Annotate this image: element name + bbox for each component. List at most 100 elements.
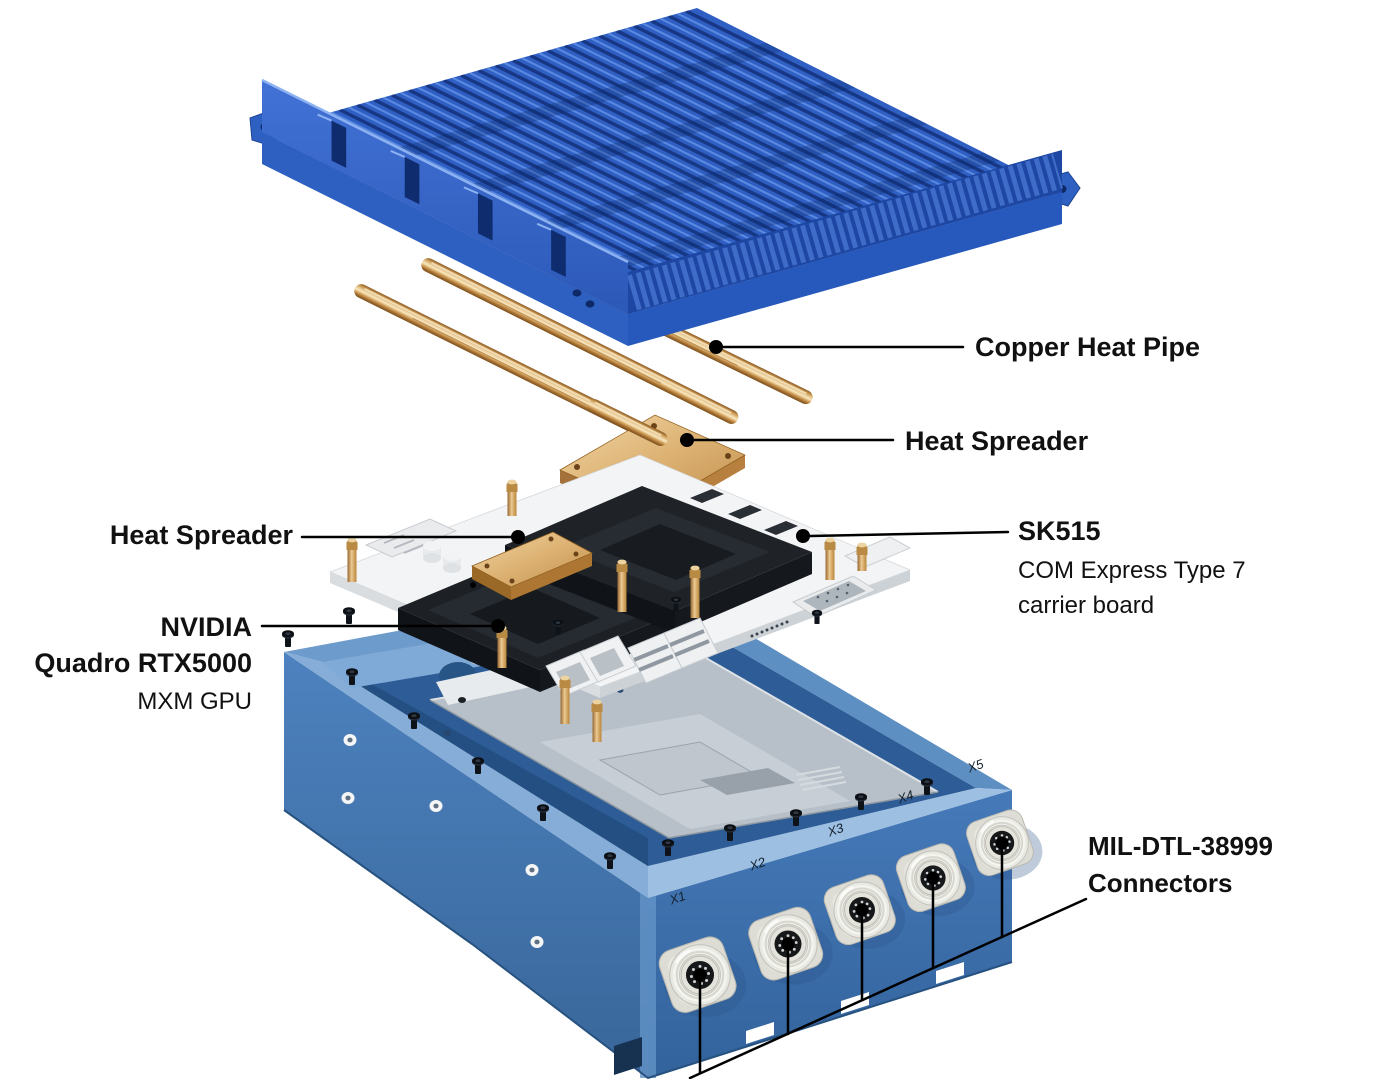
fin-line xyxy=(546,49,915,235)
fin-line xyxy=(625,27,992,212)
copper-standoff xyxy=(616,559,628,612)
heatsink-front-plate xyxy=(262,80,628,314)
fin-line xyxy=(486,66,854,251)
tray-shadow-edge xyxy=(429,699,939,839)
usb-slot xyxy=(633,644,669,662)
fin-line xyxy=(685,9,1053,195)
connector-label-x3: X3 xyxy=(825,820,847,840)
heatsink-base-hole xyxy=(572,289,582,297)
cpu-block xyxy=(690,489,724,503)
usb-slot xyxy=(674,639,710,657)
gpu-line2: Quadro RTX5000 xyxy=(34,648,252,678)
wall-hole xyxy=(525,864,539,876)
callout-dot xyxy=(796,529,810,543)
heatsink-base-hole xyxy=(585,300,595,308)
cpu-block xyxy=(764,521,798,535)
tray-hole xyxy=(443,729,451,737)
gpu-side xyxy=(398,608,540,692)
fin-line xyxy=(408,88,776,274)
gpu-hole xyxy=(470,582,476,588)
front-plate-chamfer xyxy=(463,186,479,195)
chassis: X1 X2 X3 X4 X5 xyxy=(282,582,1044,1079)
callout-mil-connectors: MIL-DTL-38999 Connectors xyxy=(688,831,1273,1079)
mil-line2: Connectors xyxy=(1088,868,1232,898)
sk515-line2: carrier board xyxy=(1018,592,1154,619)
fin-line xyxy=(503,61,871,246)
fin-line xyxy=(400,91,767,276)
callout-copper-heat-pipe: Copper Heat Pipe xyxy=(709,332,1200,362)
callout-sk515: SK515 COM Express Type 7 carrier board xyxy=(796,516,1246,619)
dsub-face xyxy=(803,581,866,611)
fin-line xyxy=(633,24,1001,210)
chassis-left-wall xyxy=(284,652,648,1078)
heatsink-base-right xyxy=(628,192,1062,346)
copper-standoff xyxy=(346,537,358,582)
usb-slot xyxy=(669,629,705,647)
copper-standoff xyxy=(856,542,868,571)
chassis-rim-front-left xyxy=(284,652,648,898)
fin-line xyxy=(330,111,698,296)
fin-line xyxy=(573,42,941,227)
fin-line xyxy=(529,53,898,240)
fin-line xyxy=(659,17,1027,202)
sk515-title: SK515 xyxy=(1018,516,1101,546)
connector-label-x5: X5 xyxy=(965,756,987,776)
heatsink xyxy=(249,8,1081,346)
fin-line xyxy=(564,44,932,230)
callout-dot xyxy=(680,433,694,447)
carrier-board xyxy=(328,454,912,742)
chassis-rim-front-right xyxy=(648,788,1012,898)
fin-line xyxy=(477,68,846,254)
cpu-step xyxy=(600,524,736,580)
io-connectors xyxy=(545,536,912,697)
mil-callout-lines xyxy=(688,841,1088,1079)
fin-line xyxy=(650,19,1019,205)
gpu-line1: NVIDIA xyxy=(160,612,252,642)
fin-line xyxy=(442,78,811,264)
connector-label-x4: X4 xyxy=(895,787,916,807)
front-plate-slot xyxy=(477,193,493,241)
connector-label-x1: X1 xyxy=(667,888,688,908)
heat-spreader-small-plate xyxy=(471,531,593,600)
small-spreader-side xyxy=(511,553,592,600)
small-spreader-hole xyxy=(548,536,554,542)
front-plate-chamfer xyxy=(390,150,406,158)
fin-line xyxy=(512,58,880,244)
spreader-hole xyxy=(574,464,580,470)
small-spreader-hole xyxy=(573,551,579,557)
fin-line xyxy=(356,103,724,289)
callouts: Copper Heat Pipe Heat Spreader Heat Spre… xyxy=(34,332,1273,1079)
mil-line1: MIL-DTL-38999 xyxy=(1088,831,1273,861)
cpu-side xyxy=(675,552,812,633)
fin-line xyxy=(451,76,819,261)
fin-line xyxy=(469,71,837,256)
callout-heat-spreader-left: Heat Spreader xyxy=(110,520,525,550)
gpu-line3: MXM GPU xyxy=(137,688,252,715)
sk515-line1: COM Express Type 7 xyxy=(1018,557,1246,584)
front-plate-slot xyxy=(404,156,420,205)
fin-line xyxy=(373,98,742,284)
mil-connectors-group: X1 X2 X3 X4 X5 xyxy=(653,756,1044,1019)
fin-line xyxy=(365,101,733,286)
small-spreader-hole xyxy=(484,563,490,569)
fin-line xyxy=(382,96,750,281)
chassis-tray xyxy=(429,652,939,839)
front-plate-chamfer xyxy=(317,113,332,122)
callout-heat-spreader-top: Heat Spreader xyxy=(680,426,1089,456)
connector-label-x2: X2 xyxy=(747,854,769,874)
usb-slot xyxy=(638,654,674,672)
fin-line xyxy=(425,83,794,269)
chassis-corner-edge xyxy=(640,888,656,1078)
fin-line xyxy=(460,73,828,259)
heatsink-base-left xyxy=(262,132,628,346)
heatsink-fin-columns xyxy=(331,42,1003,284)
copper-standoff xyxy=(506,479,518,516)
fin-column-gap xyxy=(404,78,857,212)
wall-hole xyxy=(341,792,355,804)
front-plate-slot xyxy=(551,229,566,278)
copper-heat-pipe-label: Copper Heat Pipe xyxy=(975,332,1200,362)
fin-line xyxy=(590,37,958,222)
heat-spreader-top-label: Heat Spreader xyxy=(905,426,1089,456)
